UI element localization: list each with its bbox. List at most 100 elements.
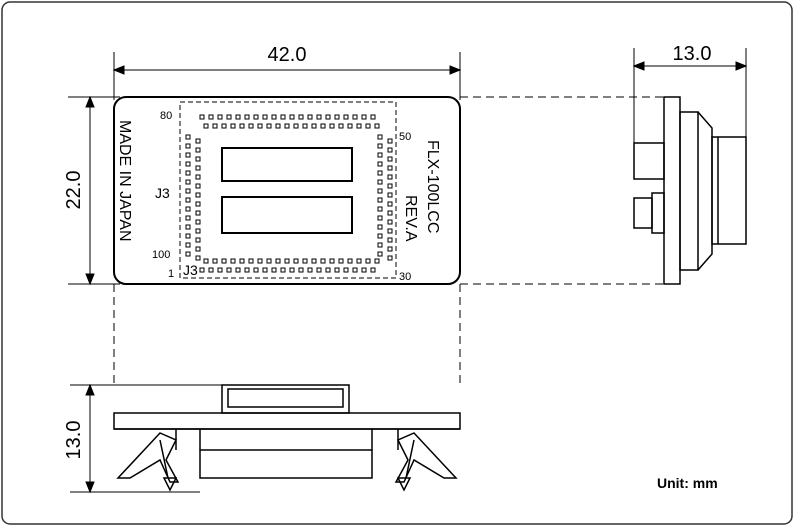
pin-pad <box>316 267 322 273</box>
pin-pad <box>230 123 236 129</box>
pin-pad <box>347 123 353 129</box>
projection-lines <box>113 96 664 385</box>
pin-pad <box>352 267 358 273</box>
pin-pad <box>230 258 236 264</box>
pin-pad <box>195 192 201 198</box>
dimension-label-bottom-13: 13.0 <box>63 421 85 460</box>
pin-pad <box>387 219 393 225</box>
pin-pad <box>316 114 322 120</box>
pin-pad <box>257 258 263 264</box>
pin-pad <box>208 114 214 120</box>
model-text: FLX-100LCC <box>424 140 441 233</box>
pin-label-1: 1 <box>168 268 174 280</box>
pin-pad <box>275 258 281 264</box>
pin-pad <box>356 258 362 264</box>
pin-pad <box>298 114 304 120</box>
dimension-bottom-height <box>70 383 226 494</box>
pin-pad <box>280 267 286 273</box>
pin-pad <box>352 114 358 120</box>
pin-pad <box>185 233 191 239</box>
pin-pad <box>235 267 241 273</box>
pin-pad <box>377 251 383 257</box>
top-view-board <box>113 96 461 285</box>
pin-row-left <box>185 134 201 261</box>
pin-pad <box>320 123 326 129</box>
pin-label-50: 50 <box>399 131 411 143</box>
pin-pad <box>253 114 259 120</box>
pin-pad <box>289 267 295 273</box>
made-in-japan-text: MADE IN JAPAN <box>116 120 133 242</box>
pin-pad <box>199 114 205 120</box>
pin-pad <box>377 233 383 239</box>
pin-pad <box>334 267 340 273</box>
pin-pad <box>320 258 326 264</box>
pin-pad <box>185 224 191 230</box>
pin-pad <box>343 114 349 120</box>
pin-pad <box>195 246 201 252</box>
pin-pad <box>361 114 367 120</box>
pin-pad <box>387 165 393 171</box>
revision-text: REV.A <box>402 195 419 242</box>
pin-pad <box>195 210 201 216</box>
pin-pad <box>185 206 191 212</box>
pin-label-30: 30 <box>399 271 411 283</box>
pin-pad <box>185 170 191 176</box>
pin-pad <box>185 188 191 194</box>
pin-row-bottom <box>199 258 380 273</box>
pin-pad <box>262 267 268 273</box>
pin-pad <box>387 192 393 198</box>
connector-outline <box>179 101 397 279</box>
side-view <box>633 96 747 285</box>
dimension-label-22: 22.0 <box>63 171 85 210</box>
pin-pad <box>298 267 304 273</box>
pin-pad <box>307 114 313 120</box>
pin-row-top <box>199 114 380 129</box>
pin-pad <box>195 183 201 189</box>
pin-pad <box>239 123 245 129</box>
pin-pad <box>280 114 286 120</box>
pin-pad <box>217 114 223 120</box>
pin-pad <box>271 114 277 120</box>
pin-pad <box>195 165 201 171</box>
pin-pad <box>235 114 241 120</box>
pin-pad <box>370 114 376 120</box>
pin-pad <box>311 123 317 129</box>
pin-pad <box>377 170 383 176</box>
pin-pad <box>377 179 383 185</box>
pin-pad <box>374 258 380 264</box>
pin-pad <box>387 174 393 180</box>
pin-pad <box>377 134 383 140</box>
socket-slot-lower <box>221 196 353 234</box>
pin-pad <box>377 188 383 194</box>
pin-pad <box>387 138 393 144</box>
pin-pad <box>387 210 393 216</box>
pin-pad <box>195 138 201 144</box>
dimension-label-side-13: 13.0 <box>673 43 712 65</box>
pin-pad <box>377 215 383 221</box>
socket-slot-upper <box>221 147 353 182</box>
pin-pad <box>387 156 393 162</box>
dimension-label-42: 42.0 <box>268 44 307 66</box>
pin-pad <box>361 267 367 273</box>
pin-pad <box>377 242 383 248</box>
pin-pad <box>248 123 254 129</box>
pin-pad <box>338 123 344 129</box>
pin-pad <box>185 161 191 167</box>
pin-pad <box>377 143 383 149</box>
pin-pad <box>307 267 313 273</box>
pin-pad <box>377 152 383 158</box>
pin-pad <box>226 267 232 273</box>
pin-pad <box>329 258 335 264</box>
pin-pad <box>212 123 218 129</box>
pin-pad <box>185 197 191 203</box>
connector-label-j3-bottom: J3 <box>183 262 198 278</box>
pin-pad <box>217 267 223 273</box>
pin-pad <box>185 143 191 149</box>
pin-label-100: 100 <box>152 249 170 261</box>
pin-pad <box>377 206 383 212</box>
pin-pad <box>244 267 250 273</box>
dimension-top-width <box>112 52 462 100</box>
